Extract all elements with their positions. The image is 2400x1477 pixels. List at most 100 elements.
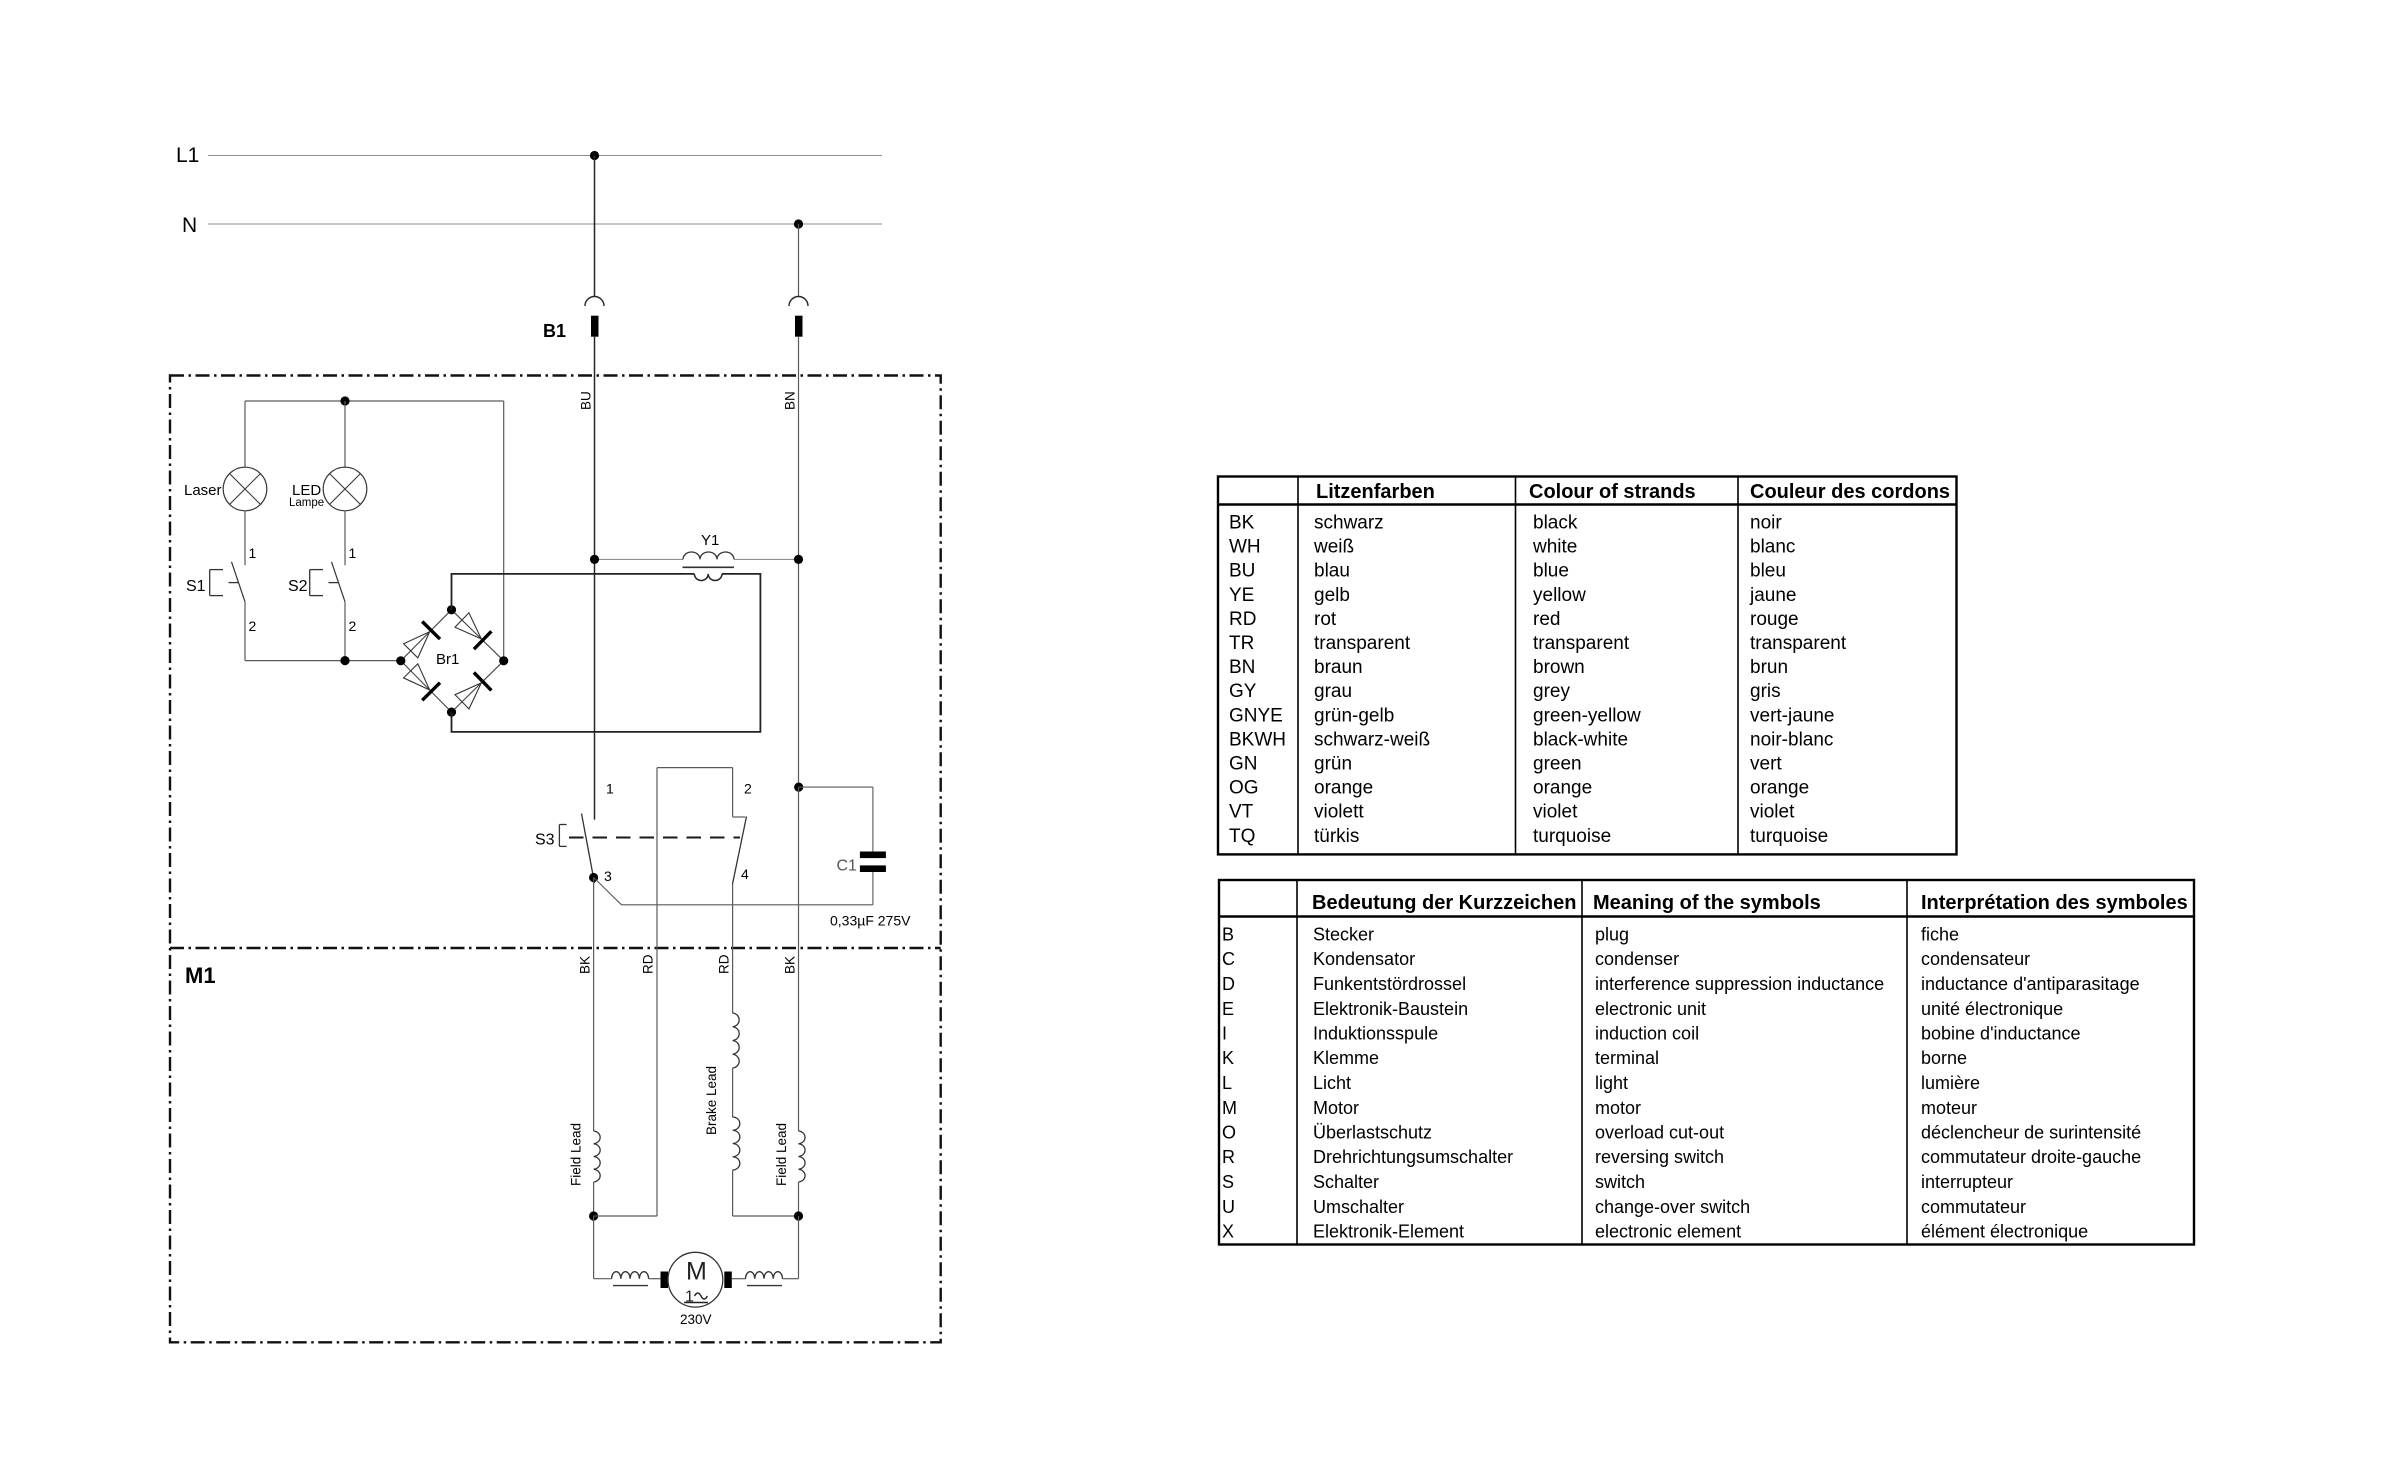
svg-text:GY: GY <box>1229 681 1257 702</box>
svg-text:TR: TR <box>1229 633 1254 654</box>
svg-text:Bedeutung der Kurzzeichen: Bedeutung der Kurzzeichen <box>1312 892 1576 914</box>
svg-text:D: D <box>1222 974 1235 994</box>
svg-text:R: R <box>1222 1147 1235 1167</box>
svg-text:1: 1 <box>349 545 357 561</box>
svg-text:interference suppression induc: interference suppression inductance <box>1595 974 1884 994</box>
svg-text:S: S <box>1222 1172 1234 1192</box>
svg-text:turquoise: turquoise <box>1750 826 1828 847</box>
svg-text:YE: YE <box>1229 585 1254 606</box>
svg-text:BKWH: BKWH <box>1229 729 1286 750</box>
svg-text:rot: rot <box>1314 609 1337 630</box>
svg-text:Couleur des cordons: Couleur des cordons <box>1750 481 1950 503</box>
svg-text:grau: grau <box>1314 681 1352 702</box>
svg-text:BK: BK <box>578 956 593 974</box>
svg-text:E: E <box>1222 999 1234 1019</box>
svg-text:O: O <box>1222 1123 1236 1143</box>
svg-text:Field Lead: Field Lead <box>774 1123 789 1186</box>
svg-text:2: 2 <box>744 781 752 797</box>
svg-text:grey: grey <box>1533 681 1570 702</box>
svg-text:switch: switch <box>1595 1172 1645 1192</box>
svg-text:2: 2 <box>349 618 357 634</box>
svg-text:induction coil: induction coil <box>1595 1024 1699 1044</box>
svg-text:VT: VT <box>1229 802 1254 823</box>
svg-text:Drehrichtungsumschalter: Drehrichtungsumschalter <box>1313 1147 1513 1167</box>
svg-text:WH: WH <box>1229 537 1261 558</box>
svg-text:Kondensator: Kondensator <box>1313 949 1415 969</box>
svg-text:Umschalter: Umschalter <box>1313 1197 1404 1217</box>
svg-text:orange: orange <box>1533 778 1592 799</box>
svg-text:1: 1 <box>685 1289 694 1306</box>
svg-text:BU: BU <box>579 391 594 410</box>
svg-text:BN: BN <box>783 391 798 410</box>
svg-text:grün: grün <box>1314 754 1352 775</box>
svg-text:élément électronique: élément électronique <box>1921 1222 2088 1242</box>
svg-text:noir-blanc: noir-blanc <box>1750 729 1833 750</box>
svg-text:overload cut-out: overload cut-out <box>1595 1123 1724 1143</box>
svg-text:gris: gris <box>1750 681 1781 702</box>
svg-text:commutateur droite-gauche: commutateur droite-gauche <box>1921 1147 2141 1167</box>
svg-text:transparent: transparent <box>1533 633 1630 654</box>
svg-text:TQ: TQ <box>1229 826 1255 847</box>
svg-text:Y1: Y1 <box>701 532 719 549</box>
svg-text:Stecker: Stecker <box>1313 925 1374 945</box>
svg-text:red: red <box>1533 609 1560 630</box>
svg-text:1: 1 <box>606 781 614 797</box>
svg-text:bobine d'inductance: bobine d'inductance <box>1921 1024 2081 1044</box>
svg-text:green-yellow: green-yellow <box>1533 705 1641 726</box>
svg-text:S1: S1 <box>186 578 206 595</box>
svg-text:230V: 230V <box>680 1312 712 1327</box>
svg-text:vert: vert <box>1750 754 1782 775</box>
svg-text:Laser: Laser <box>184 482 222 499</box>
svg-text:weiß: weiß <box>1313 537 1354 558</box>
svg-text:Klemme: Klemme <box>1313 1048 1379 1068</box>
svg-text:Interprétation des symboles: Interprétation des symboles <box>1921 892 2188 914</box>
svg-text:transparent: transparent <box>1750 633 1847 654</box>
svg-text:light: light <box>1595 1073 1628 1093</box>
svg-text:C: C <box>1222 949 1235 969</box>
svg-text:braun: braun <box>1314 657 1363 678</box>
svg-text:condenser: condenser <box>1595 949 1679 969</box>
svg-text:OG: OG <box>1229 778 1259 799</box>
svg-text:jaune: jaune <box>1749 585 1797 606</box>
svg-text:green: green <box>1533 754 1582 775</box>
svg-text:LED: LED <box>292 482 321 499</box>
svg-text:Colour of strands: Colour of strands <box>1529 481 1696 503</box>
svg-text:schwarz-weiß: schwarz-weiß <box>1314 729 1430 750</box>
svg-text:N: N <box>182 214 197 237</box>
svg-text:interrupteur: interrupteur <box>1921 1172 2013 1192</box>
svg-text:déclencheur de surintensité: déclencheur de surintensité <box>1921 1123 2141 1143</box>
svg-text:brown: brown <box>1533 657 1585 678</box>
svg-text:Motor: Motor <box>1313 1098 1359 1118</box>
svg-text:1: 1 <box>249 545 257 561</box>
svg-text:lumière: lumière <box>1921 1073 1980 1093</box>
svg-text:change-over switch: change-over switch <box>1595 1197 1750 1217</box>
svg-text:electronic element: electronic element <box>1595 1222 1741 1242</box>
svg-text:fiche: fiche <box>1921 925 1959 945</box>
svg-text:turquoise: turquoise <box>1533 826 1611 847</box>
svg-text:violet: violet <box>1533 802 1578 823</box>
svg-text:Überlastschutz: Überlastschutz <box>1313 1123 1432 1143</box>
svg-text:plug: plug <box>1595 925 1629 945</box>
svg-text:BK: BK <box>783 956 798 974</box>
svg-text:vert-jaune: vert-jaune <box>1750 705 1835 726</box>
svg-text:violet: violet <box>1750 802 1795 823</box>
svg-text:B1: B1 <box>543 321 566 341</box>
svg-text:moteur: moteur <box>1921 1098 1977 1118</box>
svg-text:X: X <box>1222 1222 1234 1242</box>
svg-text:violett: violett <box>1314 802 1364 823</box>
svg-text:yellow: yellow <box>1533 585 1586 606</box>
svg-text:reversing switch: reversing switch <box>1595 1147 1724 1167</box>
svg-text:L: L <box>1222 1073 1232 1093</box>
svg-text:blanc: blanc <box>1750 537 1795 558</box>
svg-text:BU: BU <box>1229 561 1255 582</box>
svg-text:3: 3 <box>604 868 612 884</box>
svg-text:grün-gelb: grün-gelb <box>1314 705 1394 726</box>
svg-text:türkis: türkis <box>1314 826 1359 847</box>
svg-text:bleu: bleu <box>1750 561 1786 582</box>
svg-text:GNYE: GNYE <box>1229 705 1283 726</box>
svg-text:condensateur: condensateur <box>1921 949 2030 969</box>
svg-text:Licht: Licht <box>1313 1073 1351 1093</box>
svg-text:BN: BN <box>1229 657 1255 678</box>
svg-text:I: I <box>1222 1024 1227 1044</box>
svg-text:S2: S2 <box>288 578 308 595</box>
